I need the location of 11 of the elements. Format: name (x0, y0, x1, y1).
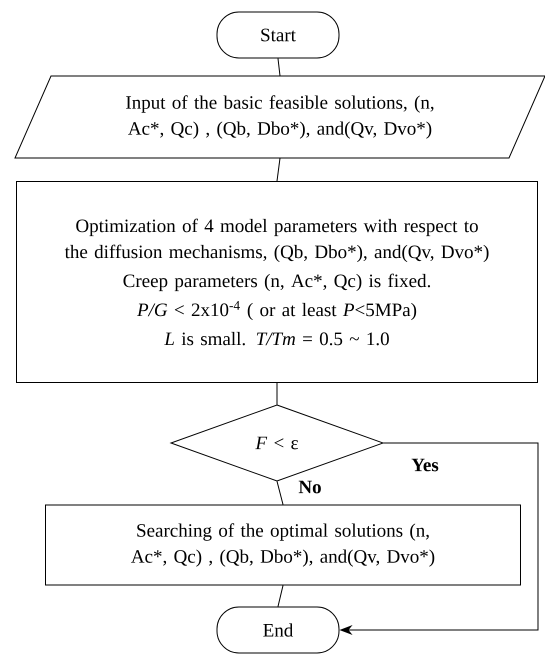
process-box: Optimization of 4 model parameters with respect to the diffusion mechanisms, (Qb, Dbo*), and(Qv, Dvo*) Creep parameters (n, Ac*, Qc) is fixed. P/G < 2x10$^{-4}$ ( or at least P<5MPa) L is small. T/Tm = 0.5 ~ 1.0 (16, 181, 538, 383)
terminal-box: End (216, 606, 340, 654)
connector-line (276, 158, 280, 182)
connector-line (278, 585, 284, 607)
connector-line (276, 382, 278, 406)
edge-label: Yes (410, 458, 440, 472)
connector-line (276, 480, 284, 505)
connector-line (278, 58, 280, 76)
terminal-box: Start (216, 12, 340, 58)
edge-label: No (297, 480, 323, 494)
process-box: Searching of the optimal solutions (n, Ac*, Qc) , (Qb, Dbo*), and(Qv, Dvo*) (45, 504, 521, 586)
